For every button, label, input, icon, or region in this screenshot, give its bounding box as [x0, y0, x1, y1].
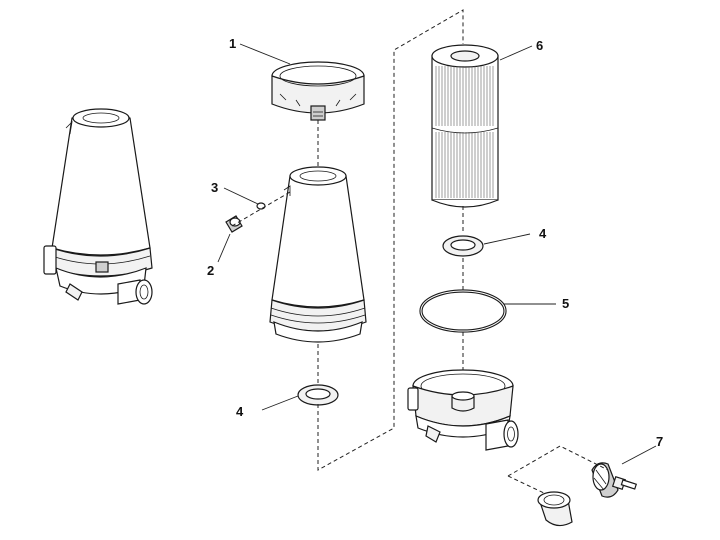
leader-lines — [217, 43, 657, 465]
callout-4-lower: 4 — [236, 404, 244, 419]
callout-6: 6 — [536, 38, 543, 53]
part-gauge-valve — [591, 462, 638, 498]
callout-labels: 1 3 2 4 6 4 5 7 — [207, 36, 663, 449]
part-seal-washer-lower — [297, 384, 339, 406]
part-small-oring — [256, 202, 266, 210]
part-seal-washer-upper — [442, 235, 484, 257]
part-filter-base — [407, 369, 519, 451]
callout-7: 7 — [656, 434, 663, 449]
part-union-nut — [537, 491, 573, 527]
callout-1: 1 — [229, 36, 236, 51]
part-filter-cartridge — [431, 44, 499, 208]
part-filter-housing — [269, 166, 367, 343]
assembly-lines — [231, 9, 609, 495]
callout-4-upper: 4 — [539, 226, 547, 241]
part-locking-ring — [271, 61, 365, 121]
part-drain-plug — [225, 215, 243, 233]
part-large-oring — [419, 289, 507, 333]
cartridge-pleats — [435, 66, 494, 198]
assembled-filter — [43, 108, 153, 305]
callout-5: 5 — [562, 296, 569, 311]
callout-3: 3 — [211, 180, 218, 195]
callout-2: 2 — [207, 263, 214, 278]
